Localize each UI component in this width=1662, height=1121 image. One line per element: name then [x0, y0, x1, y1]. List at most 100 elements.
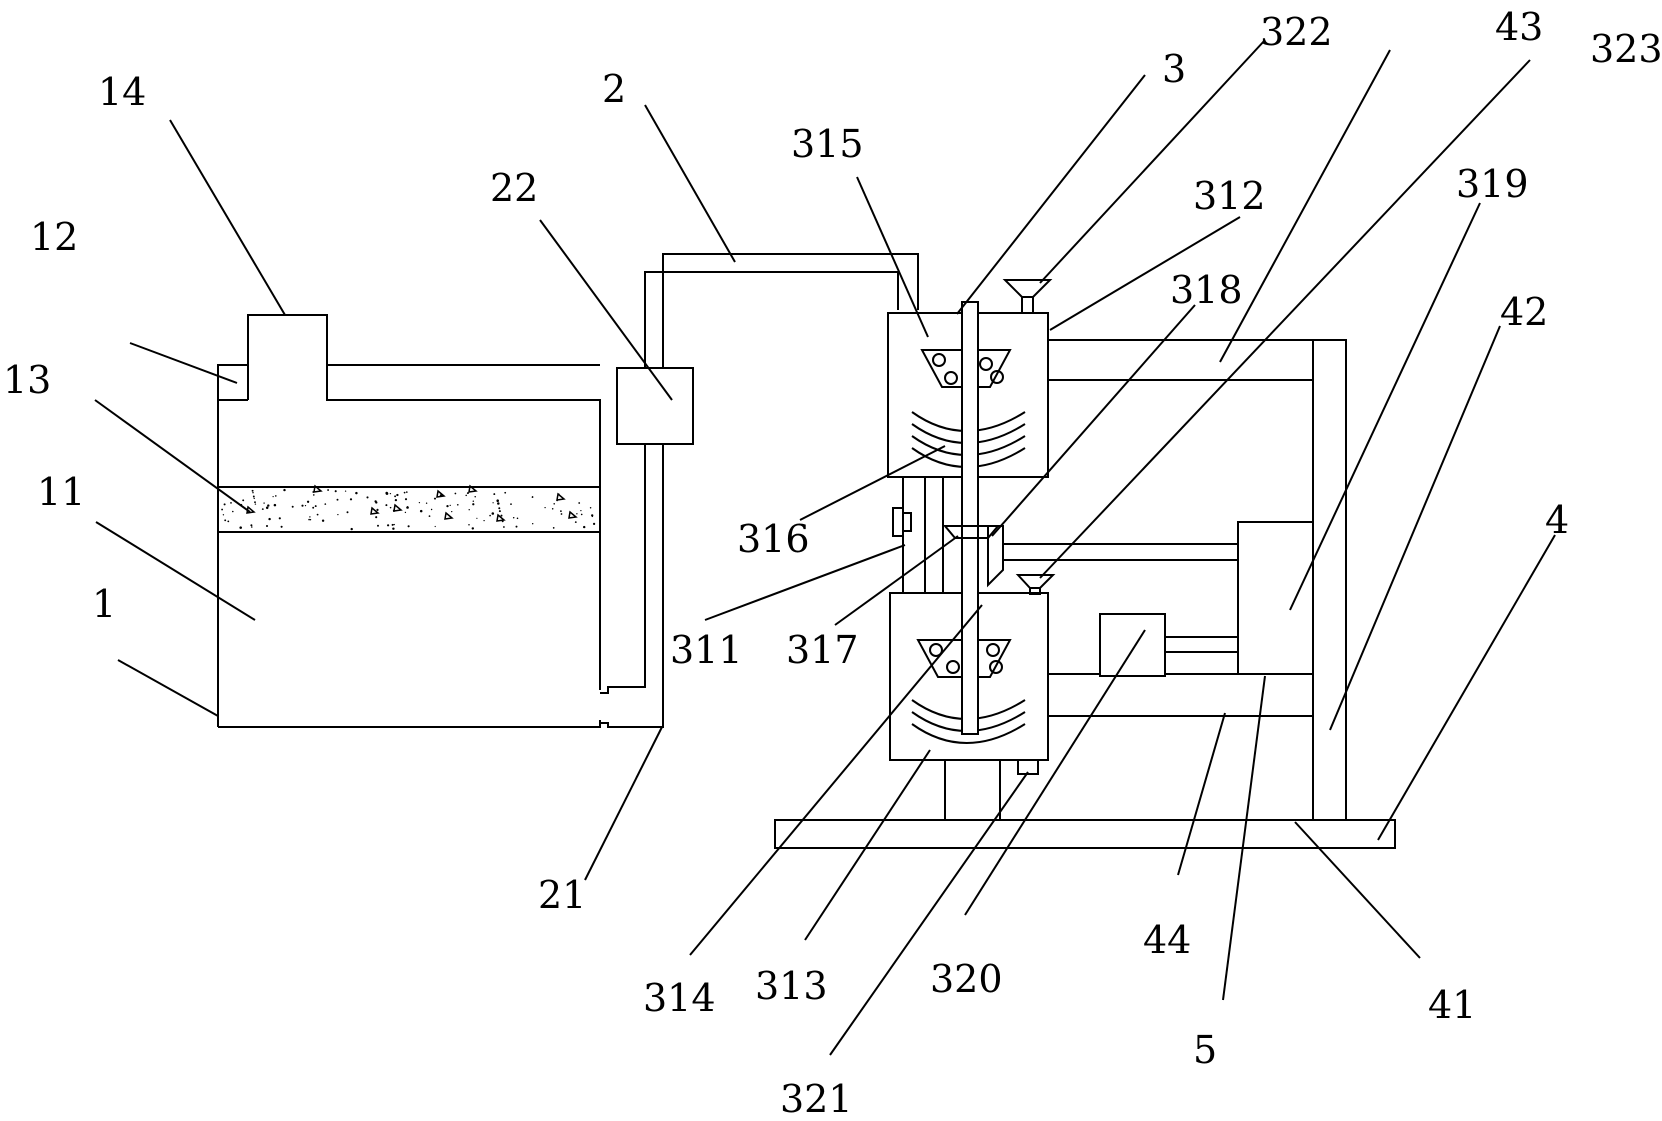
filter-grain: [313, 484, 323, 493]
scraper-318: [987, 525, 1004, 588]
filter-speck: [430, 508, 433, 511]
filter-speck: [433, 497, 437, 500]
filter-speck: [491, 512, 495, 515]
filter-speck: [250, 524, 253, 527]
filter-speck: [309, 519, 312, 521]
filter-speck: [580, 513, 583, 516]
gearbox-320: [1099, 613, 1166, 677]
filter-speck: [280, 525, 283, 528]
filter-speck: [334, 490, 337, 493]
filter-speck: [471, 527, 475, 530]
label-321: 321: [780, 1077, 853, 1121]
filter-speck: [252, 491, 254, 494]
filter-speck: [375, 516, 378, 519]
funnel-323: [1015, 574, 1056, 595]
filter-speck: [355, 491, 358, 495]
filter-speck: [254, 503, 257, 505]
filter-speck: [273, 503, 277, 507]
upright-42: [1312, 339, 1347, 821]
filter-speck: [580, 509, 582, 512]
filter-speck: [327, 489, 330, 491]
filter-speck: [308, 518, 310, 521]
filter-speck: [476, 517, 478, 519]
filter-speck: [337, 513, 339, 516]
filter-speck: [560, 513, 563, 515]
filter-speck: [349, 498, 353, 501]
filter-speck: [497, 502, 500, 505]
filter-grain: [496, 513, 506, 522]
filter-speck: [312, 506, 315, 509]
filter-layer-13: [218, 484, 600, 533]
filter-speck: [301, 504, 304, 507]
filter-speck: [472, 500, 475, 502]
filter-speck: [446, 504, 449, 508]
label-13: 13: [3, 358, 51, 402]
filter-speck: [385, 491, 388, 495]
bottom-beam-44: [1047, 673, 1314, 717]
filter-speck: [278, 517, 281, 520]
label-319: 319: [1456, 162, 1529, 206]
filter-speck: [403, 491, 406, 494]
filter-speck: [265, 524, 269, 528]
filter-speck: [304, 504, 307, 507]
filter-speck: [406, 491, 408, 493]
filter-speck: [552, 527, 555, 529]
knob-311: [892, 507, 912, 537]
filter-speck: [316, 513, 319, 516]
valve-321: [1017, 759, 1039, 775]
filter-speck: [239, 526, 242, 529]
filter-grain: [436, 489, 446, 498]
filter-speck: [516, 517, 519, 520]
filter-speck: [252, 495, 255, 498]
filter-speck: [465, 494, 467, 497]
filter-speck: [394, 498, 398, 502]
label-1: 1: [92, 582, 116, 626]
filter-speck: [425, 502, 428, 504]
shaft-314: [961, 301, 979, 735]
label-318: 318: [1170, 268, 1243, 312]
label-11: 11: [37, 470, 85, 514]
label-315: 315: [791, 122, 864, 166]
filter-speck: [291, 505, 294, 508]
label-2: 2: [602, 67, 626, 111]
filter-speck: [532, 523, 534, 525]
filter-speck: [474, 495, 476, 498]
filter-speck: [498, 507, 501, 510]
filter-speck: [254, 501, 256, 504]
filter-speck: [449, 504, 451, 507]
label-322: 322: [1260, 10, 1333, 54]
filter-speck: [267, 504, 270, 507]
label-311: 311: [670, 628, 743, 672]
filter-speck: [268, 517, 271, 521]
label-320: 320: [930, 957, 1003, 1001]
filter-speck: [544, 506, 546, 509]
filter-speck: [434, 525, 436, 528]
filter-speck: [344, 490, 347, 492]
filter-speck: [376, 508, 379, 511]
filter-speck: [253, 497, 255, 500]
label-14: 14: [98, 70, 146, 114]
filter-speck: [574, 521, 577, 523]
filter-speck: [551, 508, 554, 510]
part-labels: 1 11 12 13 14 2 21 22 3 311 312 313 314 …: [3, 5, 1662, 1121]
filter-speck: [468, 524, 470, 526]
filter-speck: [404, 511, 407, 514]
filter-grain: [444, 511, 454, 520]
filter-grain: [370, 506, 380, 515]
filter-speck: [223, 503, 226, 506]
filter-speck: [389, 506, 392, 509]
label-22: 22: [490, 166, 538, 210]
filter-speck: [406, 506, 409, 509]
label-42: 42: [1500, 290, 1548, 334]
filter-speck: [375, 501, 378, 504]
filter-speck: [553, 503, 555, 505]
label-12: 12: [30, 215, 78, 259]
label-323: 323: [1590, 27, 1662, 71]
filter-speck: [263, 502, 265, 504]
pipe-2: [600, 253, 919, 728]
filter-speck: [265, 506, 269, 510]
label-317: 317: [786, 628, 859, 672]
filter-grain: [468, 484, 478, 493]
motor-319: [1237, 521, 1314, 675]
label-44: 44: [1143, 918, 1191, 962]
